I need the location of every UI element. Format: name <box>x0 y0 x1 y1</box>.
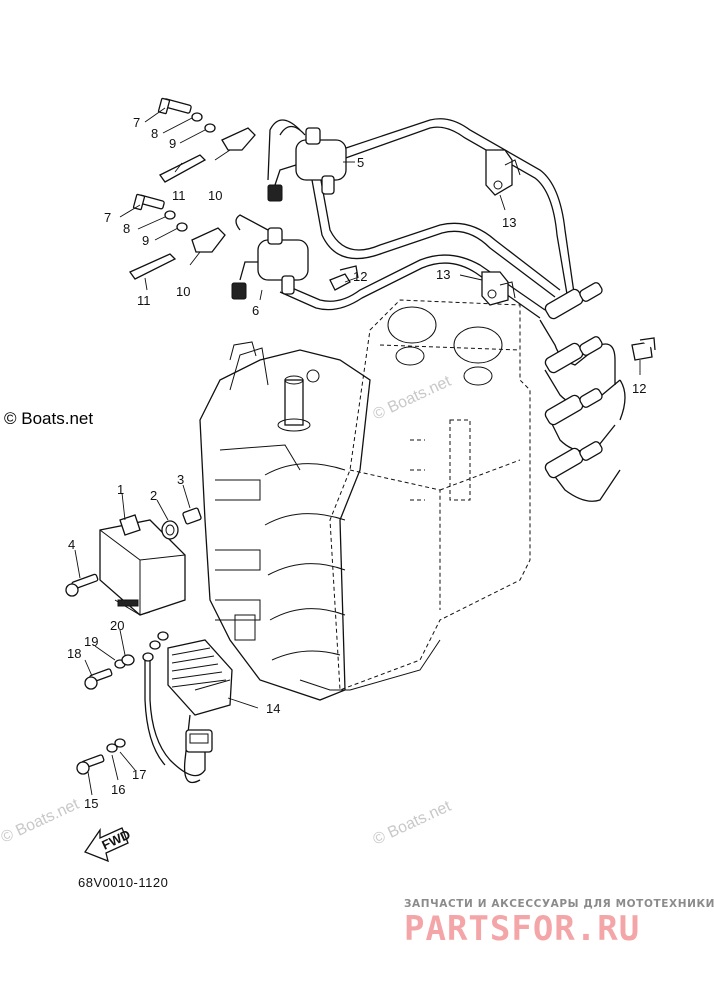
callout-18[interactable]: 18 <box>67 646 81 661</box>
callout-6[interactable]: 6 <box>252 303 259 318</box>
callout-8b[interactable]: 8 <box>123 221 130 236</box>
diagram-code: 68V0010-1120 <box>78 875 168 890</box>
brand-tagline: ЗАПЧАСТИ И АКСЕССУАРЫ ДЛЯ МОТОТЕХНИКИ <box>404 898 714 910</box>
holder-13b <box>481 271 516 306</box>
cdi-unit <box>99 514 186 616</box>
watermark-left: © Boats.net <box>4 409 93 428</box>
callout-14[interactable]: 14 <box>266 701 280 716</box>
callout-7b[interactable]: 7 <box>104 210 111 225</box>
holder-13a <box>485 149 521 196</box>
ignition-coil-upper <box>267 127 347 202</box>
callout-15[interactable]: 15 <box>84 796 98 811</box>
engine-block <box>199 299 531 701</box>
callout-12a[interactable]: 12 <box>353 269 367 284</box>
callout-11a[interactable]: 11 <box>172 188 186 203</box>
callout-1[interactable]: 1 <box>117 482 124 497</box>
callout-10a[interactable]: 10 <box>208 188 222 203</box>
callout-13a[interactable]: 13 <box>502 215 516 230</box>
watermark-bottom-right: © Boats.net <box>371 798 455 849</box>
cable-clip-12a <box>329 265 359 291</box>
callout-2[interactable]: 2 <box>150 488 157 503</box>
callout-12b[interactable]: 12 <box>632 381 646 396</box>
callout-20[interactable]: 20 <box>110 618 124 633</box>
brand-logo[interactable]: PARTSFOR.RU <box>404 909 640 949</box>
callout-9a[interactable]: 9 <box>169 136 176 151</box>
wire-harness-connector <box>142 652 213 777</box>
watermark-bottom-left: © Boats.net <box>0 796 82 847</box>
washer-16 <box>106 738 126 753</box>
washer-20 <box>121 631 169 666</box>
callout-19[interactable]: 19 <box>84 634 98 649</box>
screw-18 <box>84 668 113 690</box>
rectifier-regulator <box>167 639 233 784</box>
callout-numbers: 7 8 9 11 10 5 7 8 9 10 11 6 12 13 13 12 … <box>67 115 646 811</box>
coil-mount-hardware-lower <box>129 193 226 280</box>
ignition-coil-lower <box>231 214 309 300</box>
spark-plug-cables <box>267 118 626 502</box>
coil-mount-hardware-upper <box>157 97 256 183</box>
cdi-bolt <box>65 573 99 597</box>
callout-17[interactable]: 17 <box>132 767 146 782</box>
fwd-arrow: FWD <box>84 827 133 863</box>
grommet <box>161 520 179 540</box>
callout-4[interactable]: 4 <box>68 537 75 552</box>
callout-11b[interactable]: 11 <box>137 293 151 308</box>
collar <box>182 507 202 525</box>
callout-13b[interactable]: 13 <box>436 267 450 282</box>
callout-9b[interactable]: 9 <box>142 233 149 248</box>
callout-16[interactable]: 16 <box>111 782 125 797</box>
callout-3[interactable]: 3 <box>177 472 184 487</box>
callout-10b[interactable]: 10 <box>176 284 190 299</box>
watermark-center: © Boats.net <box>371 373 455 424</box>
callout-5[interactable]: 5 <box>357 155 364 170</box>
cable-clip-12b <box>631 337 656 361</box>
screw-15 <box>76 754 105 775</box>
leader-lines <box>74 107 641 796</box>
callout-7a[interactable]: 7 <box>133 115 140 130</box>
callout-8a[interactable]: 8 <box>151 126 158 141</box>
